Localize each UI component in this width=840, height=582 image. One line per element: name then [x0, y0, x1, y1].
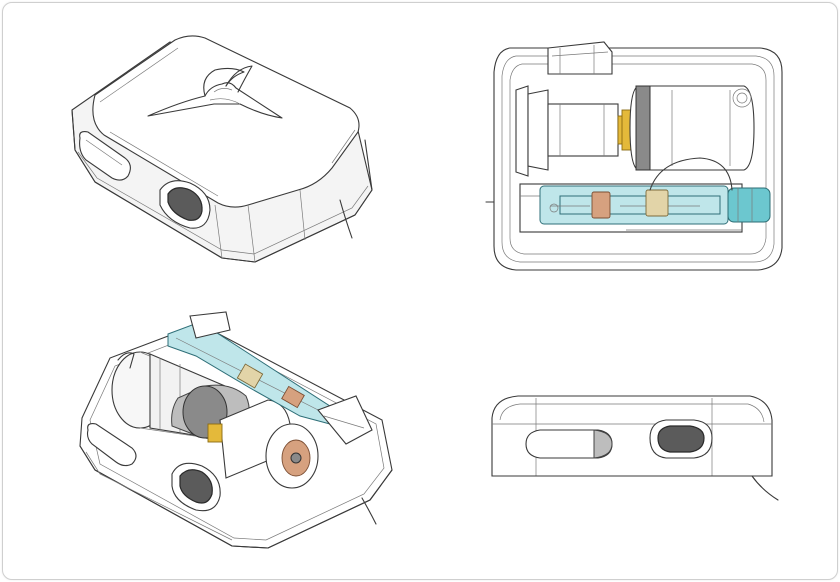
closed-isometric-view	[71, 35, 373, 263]
housing-lid	[92, 35, 360, 208]
side-elevation-view	[491, 395, 779, 501]
top-section-view	[485, 41, 783, 271]
cable	[339, 199, 353, 239]
cyan-cap	[727, 187, 771, 223]
side-slot	[79, 131, 131, 181]
cable	[751, 475, 779, 501]
open-isometric-view	[79, 311, 393, 549]
cylinder	[629, 85, 755, 171]
front-port	[167, 187, 203, 221]
bird-emblem	[147, 65, 283, 119]
motor	[547, 103, 619, 157]
front-port	[657, 425, 705, 453]
